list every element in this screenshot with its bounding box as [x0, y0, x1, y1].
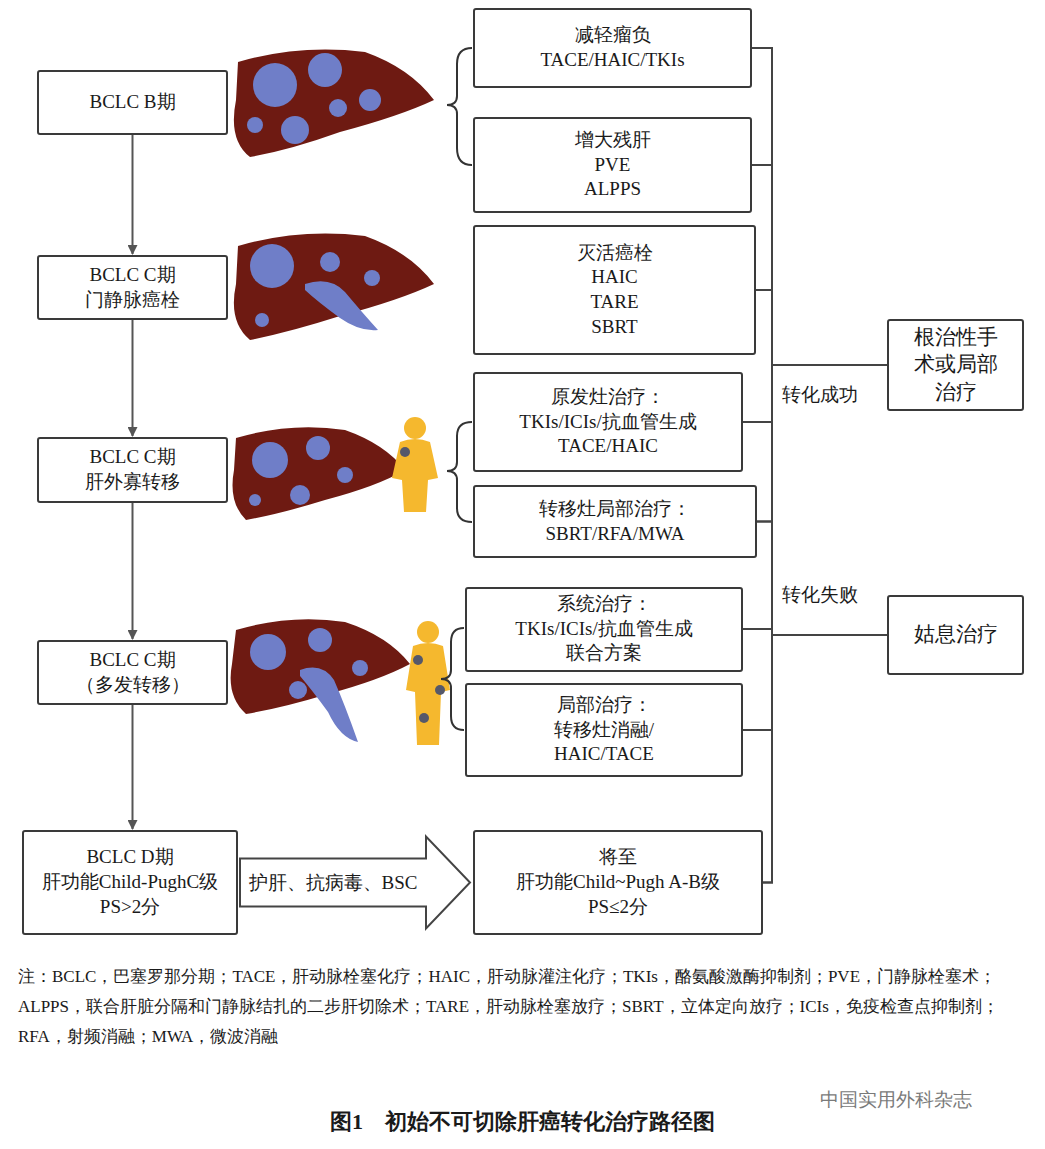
node-text: 局部治疗： [557, 693, 652, 718]
liver-illustration [233, 427, 406, 520]
node-text: BCLC C期 [89, 263, 175, 288]
node-text: （多发转移） [76, 673, 190, 698]
edge-label: 护肝、抗病毒、BSC [247, 870, 420, 896]
node-text: TKIs/ICIs/抗血管生成 [519, 410, 696, 435]
node-text: 姑息治疗 [914, 621, 998, 648]
arrow-line [132, 135, 134, 254]
node-text: 肝功能Child-PughC级 [42, 870, 218, 895]
node-text: TARE [590, 290, 638, 315]
watermark: 中国实用外科杂志 [820, 1088, 1020, 1113]
figure-caption: 图1 初始不可切除肝癌转化治疗路径图 [0, 1108, 1045, 1137]
stage-box: BCLC B期 [37, 70, 228, 135]
process-box: 转移灶局部治疗：SBRT/RFA/MWA [473, 485, 757, 558]
process-box: 减轻瘤负TACE/HAIC/TKIs [473, 8, 752, 88]
stage-box: BCLC D期肝功能Child-PughC级PS>2分 [22, 830, 238, 935]
node-text: TACE/HAIC/TKIs [540, 48, 684, 73]
connector-line [756, 290, 887, 365]
liver-illustration [231, 619, 410, 742]
node-text: 转移灶局部治疗： [539, 497, 691, 522]
node-text: 门静脉癌栓 [85, 288, 180, 313]
connector-line [763, 365, 887, 883]
node-text: SBRT/RFA/MWA [546, 522, 685, 547]
node-text: 系统治疗： [557, 592, 652, 617]
connector-line [752, 48, 887, 635]
node-text: 转移灶消融/ [554, 718, 654, 743]
edge-label: 转化失败 [780, 582, 860, 608]
process-box: 姑息治疗 [887, 595, 1024, 675]
node-text: 根治性手术或局部治疗 [911, 324, 999, 406]
connector-line [743, 365, 887, 730]
node-text: 原发灶治疗： [551, 385, 665, 410]
node-text: PS≤2分 [588, 895, 648, 920]
edge-label: 转化成功 [780, 382, 860, 408]
arrow-line [132, 320, 134, 436]
footnote: 注：BCLC，巴塞罗那分期；TACE，肝动脉栓塞化疗；HAIC，肝动脉灌注化疗；… [18, 962, 1028, 1051]
node-text: HAIC/TACE [554, 742, 654, 767]
process-box: 局部治疗：转移灶消融/HAIC/TACE [465, 683, 743, 777]
node-text: HAIC [591, 265, 637, 290]
connector-line [743, 422, 887, 635]
process-box: 根治性手术或局部治疗 [887, 319, 1024, 411]
node-text: 将至 [599, 845, 637, 870]
node-text: BCLC C期 [89, 445, 175, 470]
node-text: 灭活癌栓 [577, 241, 653, 266]
process-box: 增大残肝PVEALPPS [473, 117, 752, 213]
node-text: 肝外寡转移 [85, 470, 180, 495]
node-text: BCLC B期 [89, 90, 175, 115]
node-text: 肝功能Child~Pugh A-B级 [516, 870, 720, 895]
stage-box: BCLC C期门静脉癌栓 [37, 255, 228, 320]
node-text: TACE/HAIC [558, 434, 658, 459]
arrow-line [132, 705, 134, 829]
node-text: SBRT [591, 315, 637, 340]
node-text: PS>2分 [100, 895, 160, 920]
connector-line [757, 365, 887, 522]
process-box: 系统治疗：TKIs/ICIs/抗血管生成联合方案 [465, 587, 743, 672]
connector-line [763, 635, 887, 883]
connector-line [756, 290, 887, 635]
connector-line [743, 365, 887, 629]
stage-box: BCLC C期肝外寡转移 [37, 437, 228, 503]
node-text: 增大残肝 [575, 128, 651, 153]
process-box: 将至肝功能Child~Pugh A-B级PS≤2分 [473, 830, 763, 935]
connector-line [752, 165, 887, 635]
node-text: BCLC C期 [89, 648, 175, 673]
human-figure [392, 417, 438, 512]
node-text: 联合方案 [566, 641, 642, 666]
node-text: TKIs/ICIs/抗血管生成 [515, 617, 692, 642]
node-text: ALPPS [584, 177, 641, 202]
node-text: BCLC D期 [86, 845, 173, 870]
connector-line [743, 635, 887, 730]
liver-illustration [234, 234, 434, 340]
process-box: 原发灶治疗：TKIs/ICIs/抗血管生成TACE/HAIC [473, 372, 743, 472]
connector-line [743, 365, 887, 422]
hollow-arrow [240, 837, 470, 929]
liver-illustration [234, 50, 434, 157]
connector-line [757, 522, 887, 636]
stage-box: BCLC C期（多发转移） [37, 640, 228, 705]
node-text: PVE [595, 153, 631, 178]
arrow-line [132, 503, 134, 639]
human-figure [406, 621, 450, 745]
process-box: 灭活癌栓HAICTARESBRT [473, 225, 756, 355]
node-text: 减轻瘤负 [575, 23, 651, 48]
